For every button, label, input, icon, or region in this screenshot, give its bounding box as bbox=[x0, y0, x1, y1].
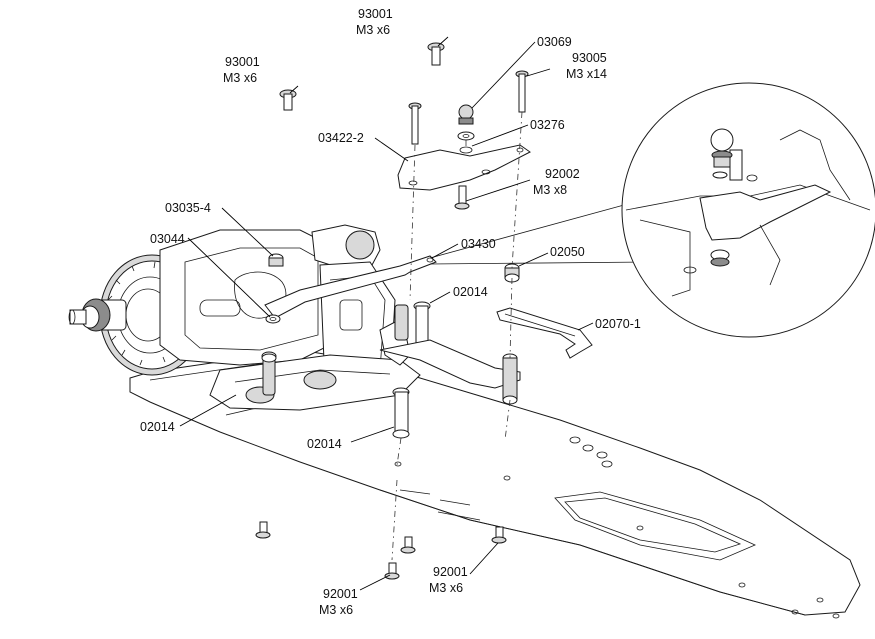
label-03044: 03044 bbox=[150, 232, 185, 246]
label-92002-spec: M3 x8 bbox=[533, 183, 567, 197]
label-92002: 92002 bbox=[545, 167, 580, 181]
label-92001-left: 92001 bbox=[323, 587, 358, 601]
label-93005: 93005 bbox=[572, 51, 607, 65]
label-93001-top-spec: M3 x6 bbox=[356, 23, 390, 37]
label-02014-lower: 02014 bbox=[307, 437, 342, 451]
label-03035-4: 03035-4 bbox=[165, 201, 211, 215]
bearing-03035-4 bbox=[268, 253, 284, 267]
right-post-assembly bbox=[379, 339, 521, 405]
label-93001-top: 93001 bbox=[358, 7, 393, 21]
screw-92002 bbox=[454, 185, 470, 210]
screw-92001-mid bbox=[400, 536, 416, 554]
part-labels: 93001 M3 x6 93001 M3 x6 03069 93005 M3 x… bbox=[140, 7, 641, 617]
ballstud-03069 bbox=[458, 104, 474, 125]
detail-magnifier bbox=[429, 82, 875, 338]
label-02014-upper: 02014 bbox=[453, 285, 488, 299]
label-93005-spec: M3 x14 bbox=[566, 67, 607, 81]
steering-bridge-03422-2 bbox=[397, 144, 531, 191]
label-03430: 03430 bbox=[461, 237, 496, 251]
label-92001-right: 92001 bbox=[433, 565, 468, 579]
label-93001-left-spec: M3 x6 bbox=[223, 71, 257, 85]
screw-left-long bbox=[408, 102, 422, 145]
label-02014-left: 02014 bbox=[140, 420, 175, 434]
screw-93001-top bbox=[427, 42, 445, 66]
screw-92001-far-left bbox=[255, 521, 271, 539]
label-92001-right-spec: M3 x6 bbox=[429, 581, 463, 595]
screw-93005 bbox=[515, 70, 529, 113]
assembly-axes bbox=[391, 111, 523, 561]
label-02050: 02050 bbox=[550, 245, 585, 259]
post-02014-lower bbox=[392, 387, 410, 439]
screw-92001-right bbox=[491, 526, 507, 544]
screw-92001-left bbox=[384, 562, 400, 580]
shim-03044 bbox=[265, 314, 281, 324]
label-03422-2: 03422-2 bbox=[318, 131, 364, 145]
label-93001-left: 93001 bbox=[225, 55, 260, 69]
washer-03276 bbox=[457, 131, 475, 141]
leader-lines bbox=[179, 36, 594, 591]
label-02070-1: 02070-1 bbox=[595, 317, 641, 331]
label-03276: 03276 bbox=[530, 118, 565, 132]
post-02014-left bbox=[261, 353, 277, 363]
steering-arm-02070-1 bbox=[496, 307, 593, 359]
screw-93001-left bbox=[279, 89, 297, 111]
label-92001-left-spec: M3 x6 bbox=[319, 603, 353, 617]
diff-hub bbox=[68, 298, 127, 332]
label-03069: 03069 bbox=[537, 35, 572, 49]
